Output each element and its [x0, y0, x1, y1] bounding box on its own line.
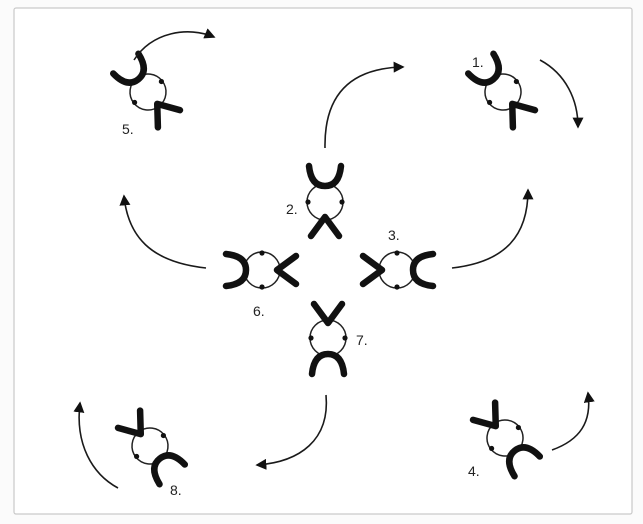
cup-shape — [464, 50, 502, 86]
label-8: 8. — [170, 482, 182, 498]
ring-dot — [487, 99, 493, 106]
ring-dot — [308, 335, 314, 341]
wedge-shape — [310, 300, 346, 327]
label-6: 6. — [253, 303, 265, 319]
ring-dot — [515, 424, 521, 431]
configuration-5 — [109, 50, 184, 131]
rotation-arrow-8 — [73, 401, 119, 489]
configuration-1 — [464, 50, 539, 131]
ring-dot — [513, 78, 519, 85]
cup-shape — [151, 452, 189, 488]
rotation-arrow-1 — [539, 59, 584, 129]
ring-dot — [160, 432, 166, 439]
rotation-arrow-5 — [133, 28, 216, 61]
wedge-shape — [469, 399, 500, 430]
ring-dot — [259, 284, 265, 290]
wedge-shape — [307, 213, 343, 240]
rotation-arrow-4 — [551, 391, 595, 451]
rotation-arrow-7 — [255, 394, 328, 470]
cup-shape — [506, 444, 544, 480]
rotation-arrow-2 — [324, 61, 405, 149]
ring-dot — [132, 99, 138, 106]
cup-shape — [305, 162, 345, 190]
configuration-6 — [222, 250, 300, 290]
ring-dot — [134, 453, 140, 460]
label-4: 4. — [468, 463, 480, 479]
label-1: 1. — [472, 54, 484, 70]
ring-dot — [394, 250, 400, 256]
configuration-3 — [359, 250, 437, 290]
label-7: 7. — [356, 332, 368, 348]
ring-dot — [489, 445, 495, 452]
ring-dot — [158, 78, 164, 85]
cup-shape — [409, 250, 437, 290]
figure-frame — [13, 7, 633, 515]
cup-shape — [109, 50, 147, 86]
rotation-arrow-3 — [451, 188, 534, 269]
wedge-shape — [153, 100, 184, 131]
wedge-shape — [508, 100, 539, 131]
ring-dot — [305, 199, 311, 205]
ring-dot — [339, 199, 345, 205]
configuration-8 — [114, 407, 189, 488]
label-5: 5. — [122, 121, 134, 137]
wedge-shape — [114, 407, 145, 438]
ring-dot — [394, 284, 400, 290]
configuration-4 — [469, 399, 544, 480]
cup-shape — [308, 350, 348, 378]
ring-dot — [342, 335, 348, 341]
label-3: 3. — [388, 227, 400, 243]
rotation-arrow-6 — [119, 194, 207, 269]
label-2: 2. — [286, 201, 298, 217]
configuration-2 — [305, 162, 345, 240]
wedge-shape — [273, 252, 300, 288]
wedge-shape — [359, 252, 386, 288]
configuration-7 — [308, 300, 348, 378]
ring-dot — [259, 250, 265, 256]
cup-shape — [222, 250, 250, 290]
